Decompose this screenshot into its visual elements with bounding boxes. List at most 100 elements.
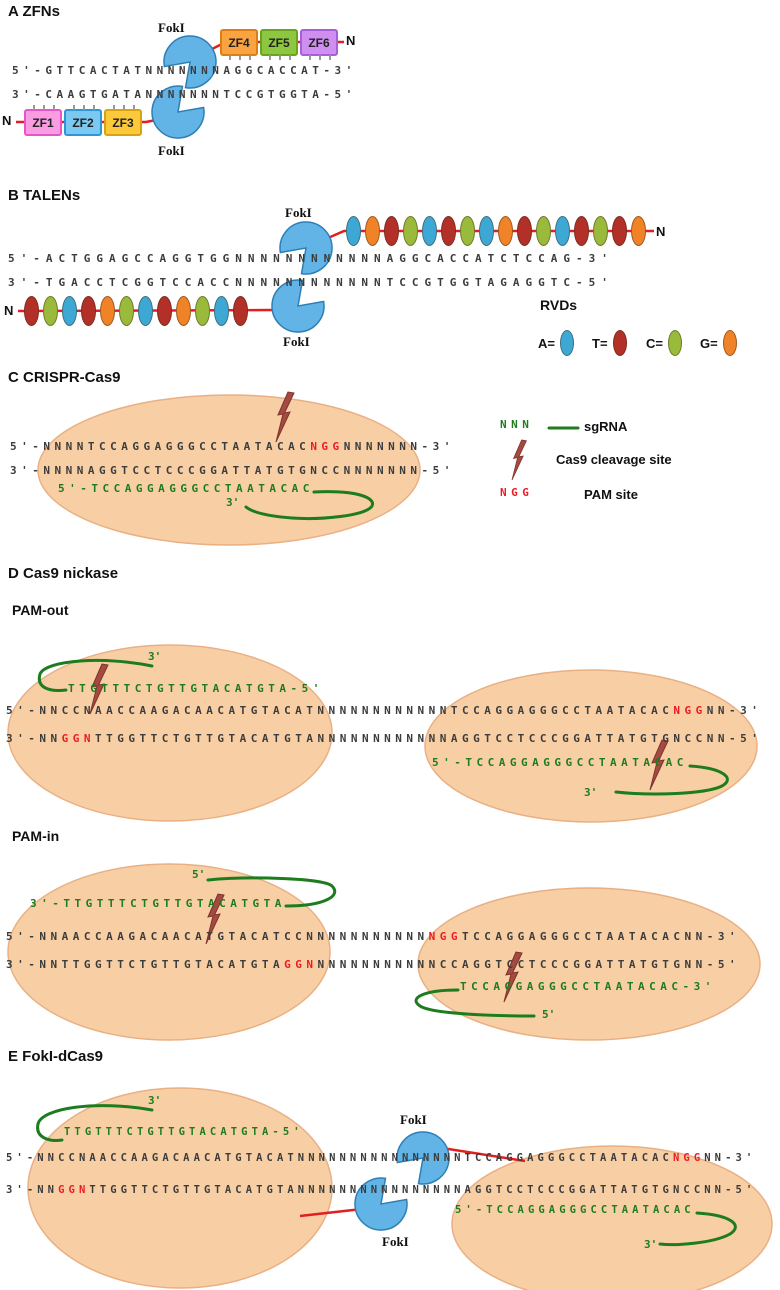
sequence-segment: TTGTTTCTGTTGTACATGTA-5' [68,682,324,695]
rvd-oval-a [138,296,153,326]
sgrna-three-prime-pamout-right: 3' [584,786,598,799]
rvd-oval-g [722,330,737,356]
rvd-legend-title: RVDs [540,297,578,313]
sequence-segment: 3'-NN [6,1184,59,1196]
rvd-oval-c [593,216,608,246]
legend-cleavage-bolt-icon [511,439,527,481]
foki-domain-bottom-b [271,279,325,333]
sequence-segment: 5'-NNCCNAACCAAGACAACATGTACATNNNNNNNNNNNN… [6,1152,673,1164]
sequence-segment: 3'-NNNNAGGTCCTCCCGGATTATGTGNCCNNNNNNN-5' [10,464,455,477]
n-terminus-right-b: N [656,224,666,239]
sgrna-three-prime-e-left: 3' [148,1094,162,1107]
rvd-legend-swatch-c [667,330,682,356]
rvd-oval-t [233,296,248,326]
rvd-oval-a [62,296,77,326]
sgrna-three-prime-pamout-left: 3' [148,650,162,663]
sequence-segment: 3'-CAAGTGATANNNNNNNTCCGTGGTA-5' [12,88,357,101]
rvd-oval-a [479,216,494,246]
sequence-segment: NN-3' [706,704,763,717]
sequence-segment: 3'-TTGTTTCTGTTGTACATGTA [30,897,286,910]
zf-box-zf2: ZF2 [64,105,102,136]
legend-sgrna-label: sgRNA [584,419,628,434]
tale-repeat-array-bottom [24,296,252,326]
sequence-segment: NGG [672,1152,705,1164]
rvd-oval-g [100,296,115,326]
cas9-protein-c [37,394,421,546]
dna-bottom-strand-c: 3'-NNNNAGGTCCTCCCGGATTATGTGNCCNNNNNNN-5' [10,464,455,477]
sgrna-curve-pamin-left [206,876,337,908]
foki-label-top-e: FokI [400,1112,427,1127]
rvd-oval-a [422,216,437,246]
sequence-segment: TTGGTTCTGTTGTACATGTANNNNNNNNNNNNNNNNAGGT… [89,1184,757,1196]
sgrna-three-prime-c: 3' [226,496,240,509]
sequence-segment: NGG [428,930,463,943]
sgrna-curve-e-left [36,1104,154,1142]
sequence-segment: 5'-GTTCACTATNNNNNNNAGGCACCAT-3' [12,64,357,77]
sequence-segment: NN-3' [704,1152,757,1164]
sequence-segment: GGN [61,732,95,745]
zf-box-zf3: ZF3 [104,105,142,136]
rvd-oval-c [43,296,58,326]
foki-domain-top-a [163,35,217,89]
rvd-oval-t [157,296,172,326]
sequence-segment: 5'-NNNNTCCAGGAGGGCCTAATACAC [10,440,311,453]
foki-domain-top-b [279,221,333,275]
pam-in-label: PAM-in [12,828,60,844]
sequence-segment: TTGTTTCTGTTGTACATGTA-5' [64,1126,304,1138]
rvd-legend-item-a: A= [538,330,574,356]
rvd-oval-a [214,296,229,326]
sgrna-curve-e-right [658,1211,737,1247]
sgrna-sequence-e-right: 5'-TCCAGGAGGGCCTAATACAC [455,1204,695,1217]
sequence-segment: 5'-NNAACCAAGACAACATGTACATCCNNNNNNNNNNN [6,930,429,943]
sequence-segment: NGG [673,704,707,717]
sgrna-sequence-c: 5'-TCCAGGAGGGCCTAATACAC [58,482,314,495]
dna-bottom-strand-a: 3'-CAAGTGATANNNNNNNTCCGTGGTA-5' [12,88,357,101]
tale-repeat-array-top [346,216,650,246]
sequence-segment: GGN [284,958,318,971]
sequence-segment: 3'-TGACCTCGGTCCACCNNNNNNNNNNNNTCCGTGGTAG… [8,276,614,289]
dna-top-strand-pamout: 5'-NNCCNAACCAAGACAACATGTACATNNNNNNNNNNNN… [6,704,762,717]
rvd-legend-label-t: T= [592,335,608,351]
sgrna-sequence-pamin-left: 3'-TTGTTTCTGTTGTACATGTA [30,897,286,910]
cleavage-bolt-pamout-left [89,663,109,715]
rvd-oval-t [612,216,627,246]
rvd-legend-label-a: A= [538,335,555,351]
dna-bottom-strand-b: 3'-TGACCTCGGTCCACCNNNNNNNNNNNNTCCGTGGTAG… [8,276,614,289]
sequence-segment: 5'-TCCAGGAGGGCCTAATACAC [58,482,314,495]
sgrna-sequence-pamin-right: TCCAGGAGGGCCTAATACAC-3' [460,980,716,993]
rvd-oval-c [119,296,134,326]
sequence-segment: 5'-TCCAGGAGGGCCTAATACAC [432,756,688,769]
zf-box-zf6: ZF6 [300,29,338,60]
rvd-legend-swatch-g [722,330,737,356]
rvd-legend-item-g: G= [700,330,737,356]
sequence-segment: NNN [500,418,534,431]
rvd-legend-item-c: C= [646,330,682,356]
foki-domain-top-e [396,1131,450,1185]
rvd-oval-c [536,216,551,246]
cas9-protein-pamout-right [424,669,758,823]
rvd-oval-t [441,216,456,246]
panel-b-title: B TALENs [8,187,81,204]
sequence-segment: TCCAGGAGGGCCTAATACACNN-3' [462,930,741,943]
rvd-oval-a [559,330,574,356]
dna-bottom-strand-e: 3'-NNGGNTTGGTTCTGTTGTACATGTANNNNNNNNNNNN… [6,1184,756,1197]
dna-top-strand-pamin: 5'-NNAACCAAGACAACATGTACATCCNNNNNNNNNNNNG… [6,930,740,943]
dna-top-strand-a: 5'-GTTCACTATNNNNNNNAGGCACCAT-3' [12,64,357,77]
foki-label-bottom-b: FokI [283,334,310,349]
rvd-oval-a [555,216,570,246]
sgrna-curve-pamin-right [414,988,536,1018]
dcas9-protein-right [451,1145,773,1290]
sequence-segment: NNNNNNN-3' [343,440,455,453]
rvd-oval-c [195,296,210,326]
rvd-oval-t [574,216,589,246]
rvd-oval-t [81,296,96,326]
sequence-segment: TTGGTTCTGTTGTACATGTANNNNNNNNNNNNAGGTCCTC… [95,732,763,745]
dcas9-protein-left [27,1087,333,1289]
zf-box-zf5: ZF5 [260,29,298,60]
rvd-oval-c [667,330,682,356]
dna-top-strand-c: 5'-NNNNTCCAGGAGGGCCTAATACACNGGNNNNNNN-3' [10,440,455,453]
cleavage-bolt-c [275,391,295,443]
rvd-oval-g [176,296,191,326]
sgrna-curve-c [244,490,374,520]
